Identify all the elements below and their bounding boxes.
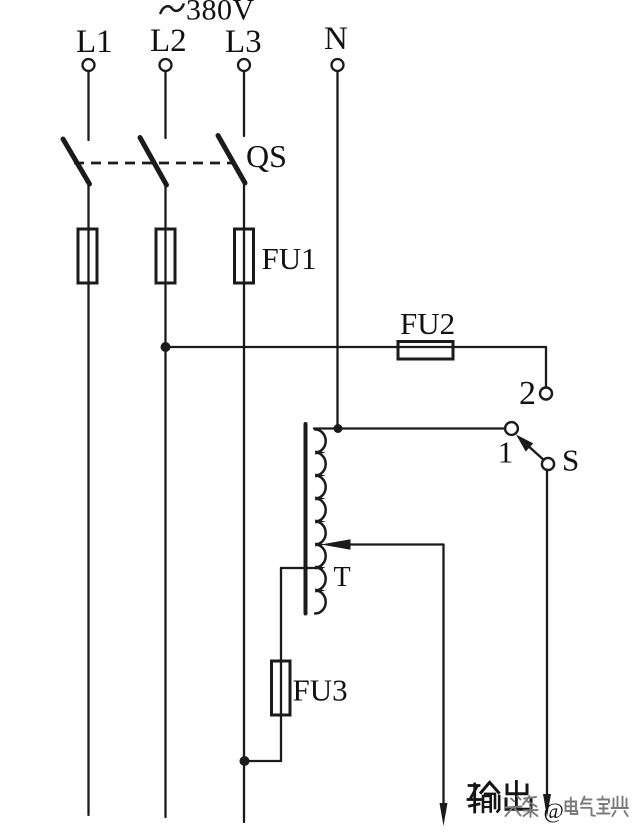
svg-text:QS: QS — [246, 138, 287, 174]
svg-text:FU1: FU1 — [262, 241, 317, 276]
svg-text:FU3: FU3 — [293, 673, 348, 708]
svg-text:L1: L1 — [76, 24, 113, 60]
svg-text:FU2: FU2 — [400, 306, 455, 341]
svg-text:2: 2 — [519, 375, 536, 412]
svg-text:N: N — [324, 21, 348, 57]
svg-text:L3: L3 — [225, 24, 262, 60]
svg-text:380V: 380V — [186, 0, 255, 27]
svg-text:S: S — [562, 443, 579, 478]
svg-text:1: 1 — [498, 435, 514, 470]
svg-text:L2: L2 — [150, 23, 187, 59]
svg-text:T: T — [334, 562, 351, 593]
svg-text:@: @ — [544, 798, 564, 823]
